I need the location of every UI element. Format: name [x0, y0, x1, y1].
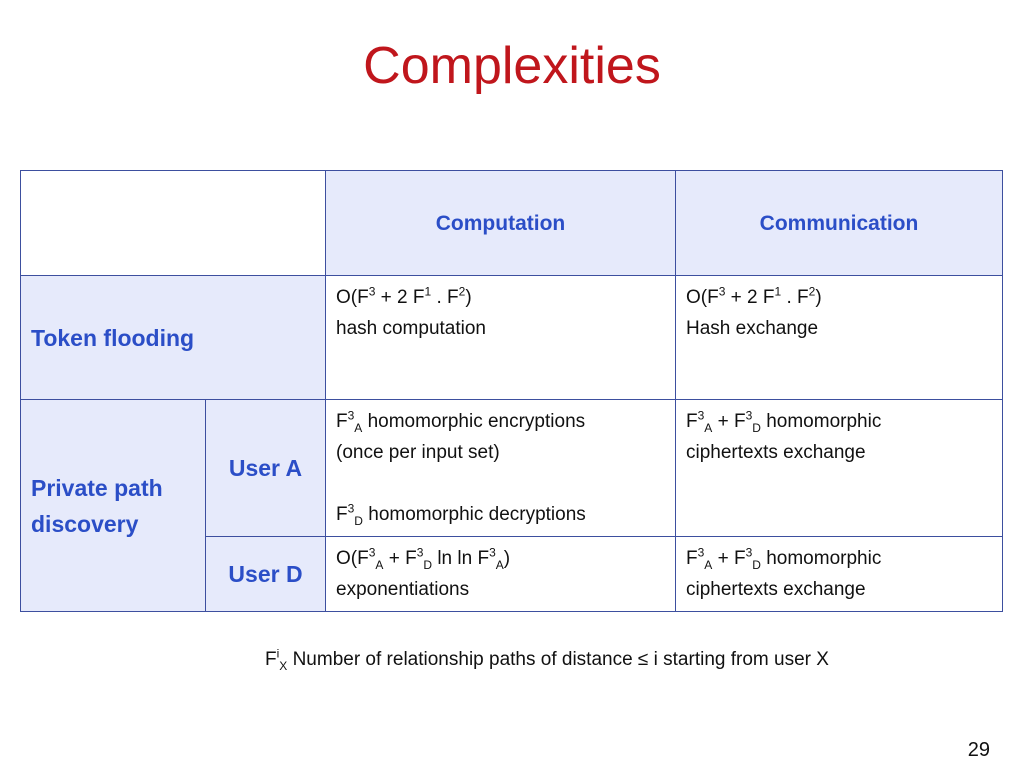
user-a-row: Private path discovery User A F3A homomo… — [20, 399, 1003, 612]
description-line: ciphertexts exchange — [686, 579, 866, 600]
formula-line: F3A + F3D homomorphic — [686, 408, 882, 435]
formula-line: F3D homomorphic decryptions — [336, 501, 586, 528]
footnote: FiX Number of relationship paths of dist… — [265, 646, 829, 673]
formula-line: F3A + F3D homomorphic — [686, 545, 882, 572]
formula-line: O(F3 + 2 F1 . F2) — [686, 284, 822, 308]
formula-line: F3A homomorphic encryptions — [336, 408, 586, 435]
user-d-computation: O(F3A + F3D ln ln F3A) exponentiations — [325, 536, 676, 612]
description-line: exponentiations — [336, 579, 470, 600]
token-flooding-communication: O(F3 + 2 F1 . F2) Hash exchange — [675, 275, 1003, 400]
token-flooding-label: Token flooding — [20, 275, 326, 400]
description-line: (once per input set) — [336, 442, 500, 463]
user-d-communication: F3A + F3D homomorphic ciphertexts exchan… — [675, 536, 1003, 612]
user-d-label: User D — [205, 536, 326, 612]
user-a-label: User A — [205, 399, 326, 537]
header-row: Computation Communication — [20, 170, 1003, 276]
formula-line: O(F3A + F3D ln ln F3A) — [336, 545, 511, 572]
description-line: Hash exchange — [686, 318, 819, 339]
page-number: 29 — [967, 739, 990, 761]
communication-header: Communication — [675, 170, 1003, 276]
slide-title: Complexities — [363, 37, 661, 95]
computation-header: Computation — [325, 170, 676, 276]
user-d-row: User D O(F3A + F3D ln ln F3A) exponentia… — [21, 536, 1003, 612]
private-path-label: Private path discovery — [20, 399, 206, 612]
token-flooding-row: Token flooding O(F3 + 2 F1 . F2) hash co… — [20, 275, 1003, 400]
description-line: hash computation — [336, 318, 486, 339]
user-a-communication: F3A + F3D homomorphic ciphertexts exchan… — [675, 399, 1003, 537]
user-a-computation: F3A homomorphic encryptions (once per in… — [325, 399, 676, 537]
complexities-table: Computation Communication Token flooding… — [20, 170, 1003, 612]
description-line: ciphertexts exchange — [686, 442, 866, 463]
empty-corner-cell — [20, 170, 326, 276]
token-flooding-computation: O(F3 + 2 F1 . F2) hash computation — [325, 275, 676, 400]
formula-line: O(F3 + 2 F1 . F2) — [336, 284, 472, 308]
